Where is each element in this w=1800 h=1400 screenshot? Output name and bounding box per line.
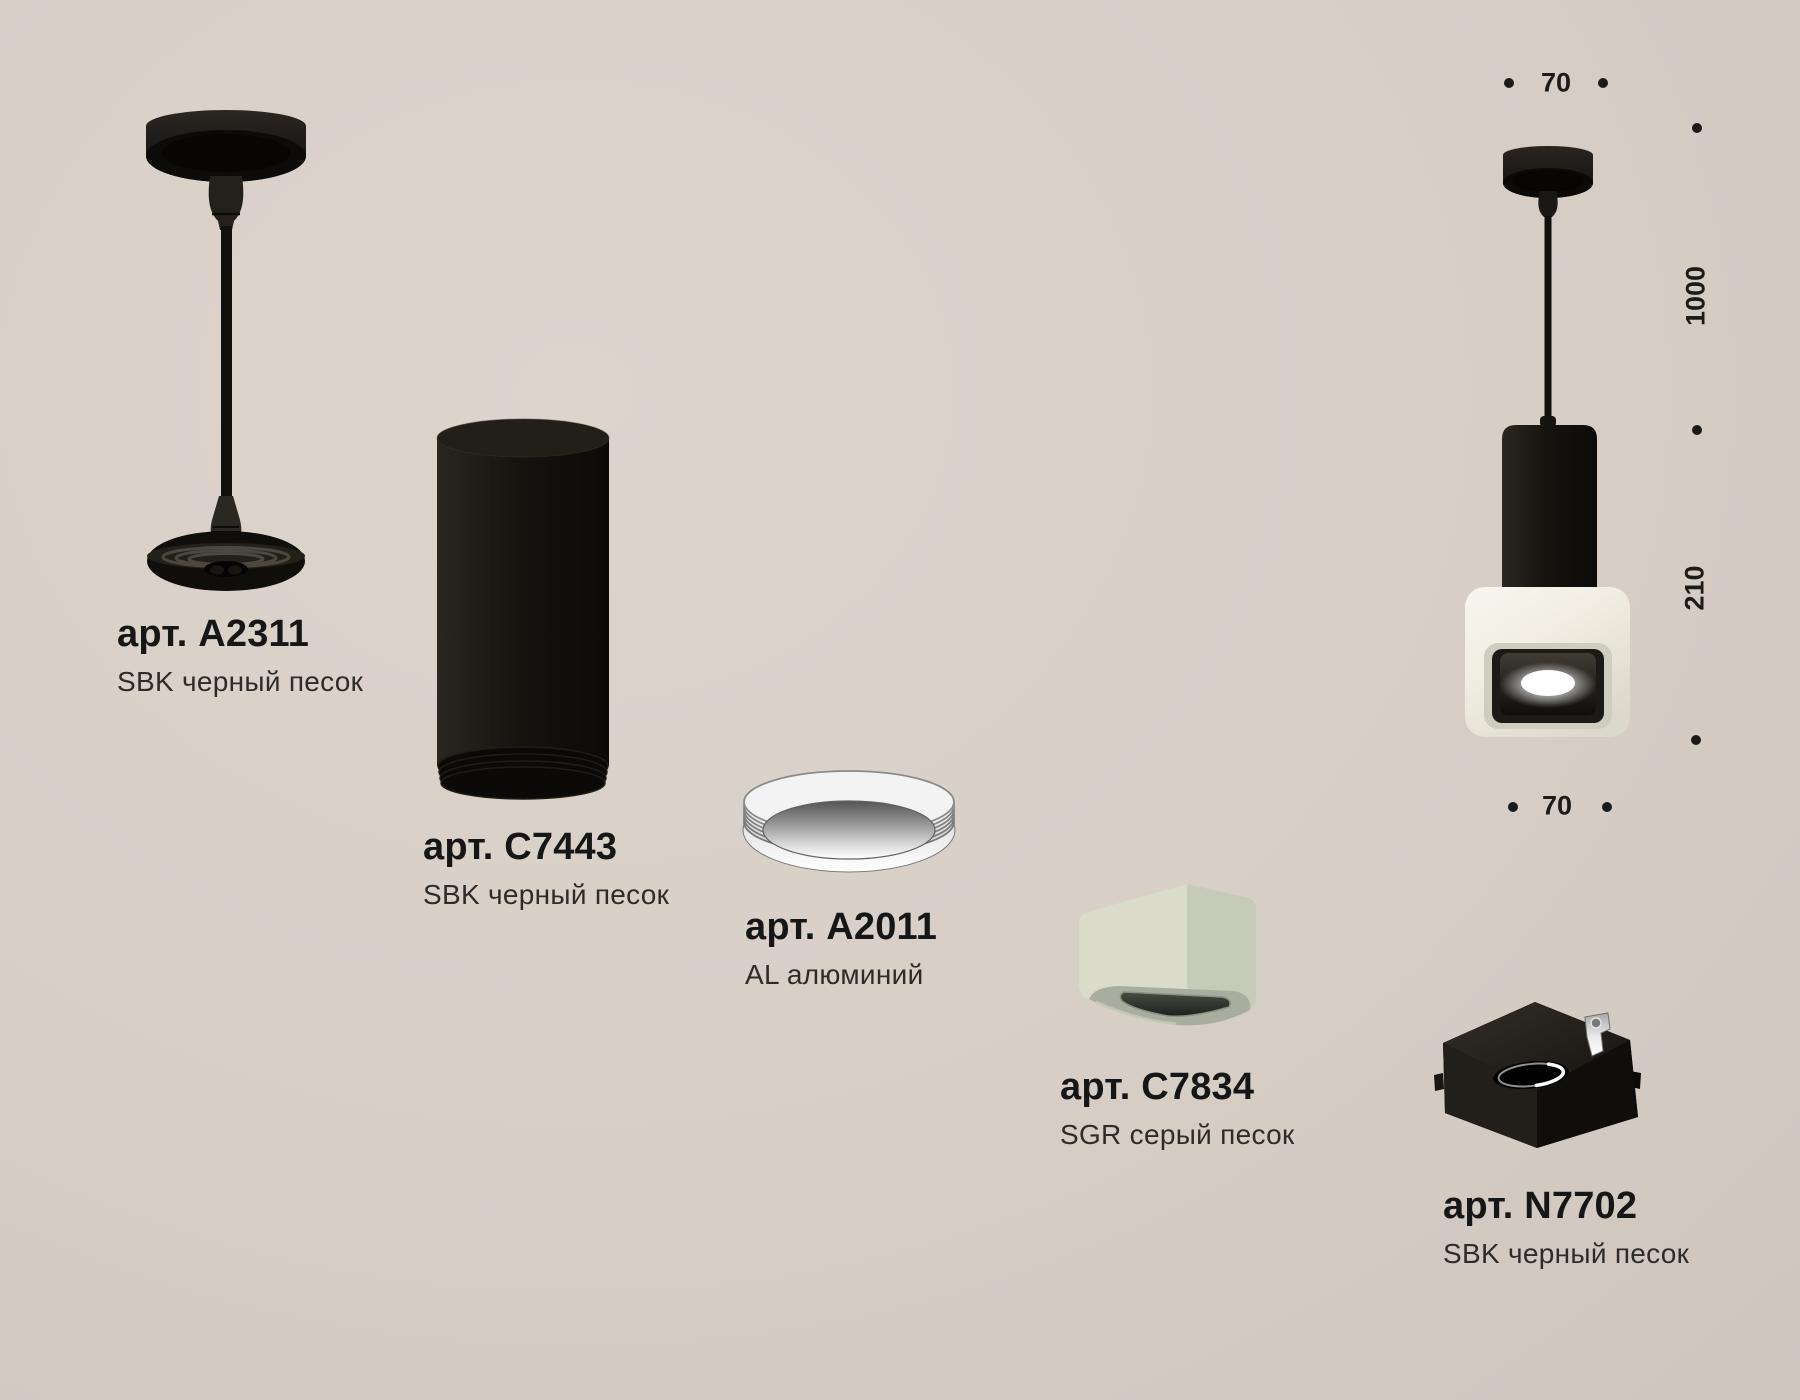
article-code: арт. C7834 (1060, 1066, 1255, 1108)
article-code: арт. A2011 (745, 906, 938, 948)
cord-entry-nub (1540, 416, 1556, 427)
finish-name: SBK черный песок (423, 879, 670, 910)
pendant-square-shade (1465, 587, 1630, 737)
light-lens (1521, 670, 1575, 696)
cylinder-body (436, 418, 610, 766)
part-a2311-illustration (146, 110, 306, 591)
pendant-cylinder (1502, 425, 1597, 610)
ring-opening (762, 800, 936, 860)
part-label-n7702: арт. N7702 SBK черный песок (1443, 1184, 1689, 1270)
suspension-cord (221, 226, 232, 498)
threaded-ring (742, 770, 956, 873)
lamp-holder-plate (147, 531, 305, 591)
part-label-a2011: арт. A2011 AL алюминий (745, 905, 937, 991)
part-label-c7443: арт. C7443 SBK черный песок (423, 825, 669, 911)
thread-rim (437, 746, 609, 800)
dimension-body-height: 210 (1679, 565, 1710, 611)
part-n7702-illustration (1434, 1002, 1641, 1148)
box-underside-opening (1089, 986, 1251, 1026)
dimension-top-width: 70 (1540, 67, 1572, 98)
part-c7834-illustration (1079, 884, 1256, 1026)
article-code: арт. C7443 (423, 826, 618, 868)
dimension-dot (1504, 78, 1514, 88)
finish-name: SBK черный песок (1443, 1238, 1690, 1269)
dimension-dot (1602, 802, 1612, 812)
pendant-cord (1544, 216, 1552, 424)
finish-name: AL алюминий (745, 959, 924, 990)
square-box-body (1079, 884, 1256, 1019)
cord-grip-top (208, 176, 244, 230)
dimension-dot (1692, 123, 1702, 133)
finish-name: SGR серый песок (1060, 1119, 1295, 1150)
dimension-dot (1692, 425, 1702, 435)
part-label-a2311: арт. A2311 SBK черный песок (117, 612, 363, 698)
part-c7443-illustration (436, 418, 610, 800)
finish-name: SBK черный песок (117, 666, 364, 697)
article-code: арт. A2311 (117, 613, 310, 655)
dimension-dot (1598, 78, 1608, 88)
holder-hole (1493, 1060, 1569, 1090)
dimension-dot (1508, 802, 1518, 812)
dimension-bottom-width: 70 (1541, 790, 1573, 821)
pendant-canopy (1503, 146, 1593, 217)
part-label-c7834: арт. C7834 SGR серый песок (1060, 1065, 1295, 1151)
part-a2011-illustration (742, 770, 956, 873)
dimension-dot (1691, 735, 1701, 745)
canopy (146, 110, 306, 182)
article-code: арт. N7702 (1443, 1185, 1638, 1227)
assembled-pendant-illustration (1465, 146, 1630, 737)
spring-clip (1584, 1012, 1611, 1057)
dimension-suspension-length: 1000 (1680, 265, 1711, 327)
